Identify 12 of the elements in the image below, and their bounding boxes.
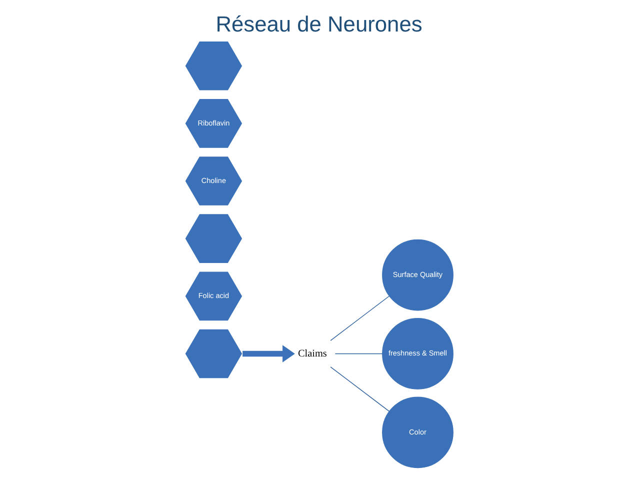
connector — [330, 366, 390, 412]
node-hexagon — [184, 213, 243, 264]
arrow — [242, 345, 295, 362]
node-text: Claims — [298, 348, 327, 360]
node-hexagon — [184, 328, 243, 379]
diagram-title: Réseau de Neurones — [216, 12, 422, 37]
node-circle: Color — [382, 396, 454, 468]
node-hexagon — [184, 40, 243, 92]
node-circle: Surface Quality — [382, 239, 454, 311]
node-circle: freshness & Smell — [382, 318, 454, 390]
connector — [330, 296, 390, 341]
connector — [334, 353, 383, 354]
